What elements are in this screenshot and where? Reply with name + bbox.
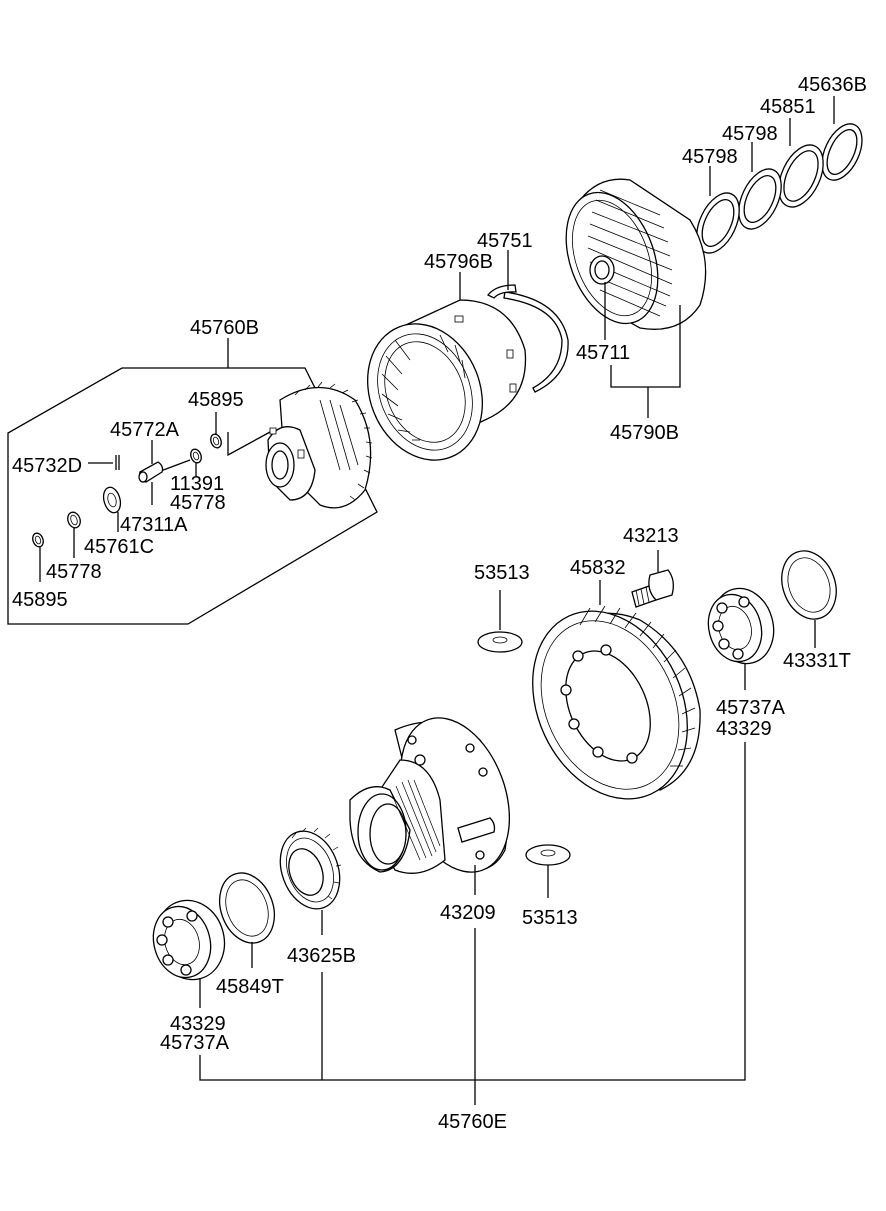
label-53513-upper: 53513 [474, 562, 530, 584]
label-45732D: 45732D [12, 455, 82, 477]
label-45798-lower: 45798 [682, 146, 738, 168]
label-43209: 43209 [440, 902, 496, 924]
washer-53513-lower [525, 844, 571, 866]
label-43213: 43213 [623, 525, 679, 547]
label-45796B: 45796B [424, 251, 493, 273]
washer-45798-upper [738, 168, 782, 230]
washer-53513-upper [477, 631, 523, 653]
label-45778-lower: 45778 [46, 561, 102, 583]
snap-ring-45751 [486, 284, 569, 393]
label-43625B: 43625B [287, 945, 356, 967]
pin-45732D [115, 455, 120, 470]
label-45636B: 45636B [798, 74, 867, 96]
bearing-45737A-upper [707, 587, 775, 665]
label-45895-upper: 45895 [188, 389, 244, 411]
washer-45851 [778, 144, 824, 208]
washer-45636B [821, 123, 863, 181]
label-45737A-lower: 45737A [160, 1032, 230, 1054]
washer-45798-lower [696, 192, 740, 254]
pin-45772A [138, 461, 164, 483]
label-45760B: 45760B [190, 317, 259, 339]
label-45851: 45851 [760, 96, 816, 118]
label-45761C: 45761C [84, 536, 154, 558]
label-45711: 45711 [576, 342, 630, 364]
ring-45895-lower [32, 532, 44, 548]
label-45751: 45751 [477, 230, 533, 252]
ring-45895-upper [210, 433, 222, 449]
differential-case-43209 [349, 717, 511, 874]
label-45760E: 45760E [438, 1111, 507, 1133]
bearing-45737A-lower [152, 899, 226, 981]
bolt-43213 [631, 569, 674, 608]
label-43331T: 43331T [783, 650, 851, 672]
label-43329-lower: 43329 [170, 1013, 226, 1035]
kit-outline-45760B [7, 367, 378, 625]
gear-drum-45790B [565, 178, 707, 330]
differential-sub-assembly [265, 381, 373, 509]
ring-45761C [67, 511, 81, 529]
washer-43331T [781, 550, 837, 620]
ring-gear-45796B [367, 299, 527, 461]
leader-45760E [199, 742, 746, 1081]
label-43329-upper: 43329 [716, 718, 772, 740]
label-53513-lower: 53513 [522, 907, 578, 929]
label-45849T: 45849T [216, 976, 284, 998]
label-45895-lower: 45895 [12, 589, 68, 611]
gear-43625B [279, 827, 342, 910]
ring-gear-45832 [532, 605, 701, 800]
label-45790B: 45790B [610, 422, 679, 444]
label-47311A: 47311A [120, 514, 188, 536]
ring-11391 [190, 448, 202, 464]
label-45798-upper: 45798 [722, 123, 778, 145]
label-45772A: 45772A [110, 419, 180, 441]
label-45832: 45832 [570, 557, 626, 579]
label-45778-upper: 45778 [170, 492, 226, 514]
washer-47311A [102, 486, 122, 514]
washer-45849T [218, 872, 276, 944]
label-45737A-upper: 45737A [716, 697, 786, 719]
label-11391: 11391 [170, 473, 224, 495]
